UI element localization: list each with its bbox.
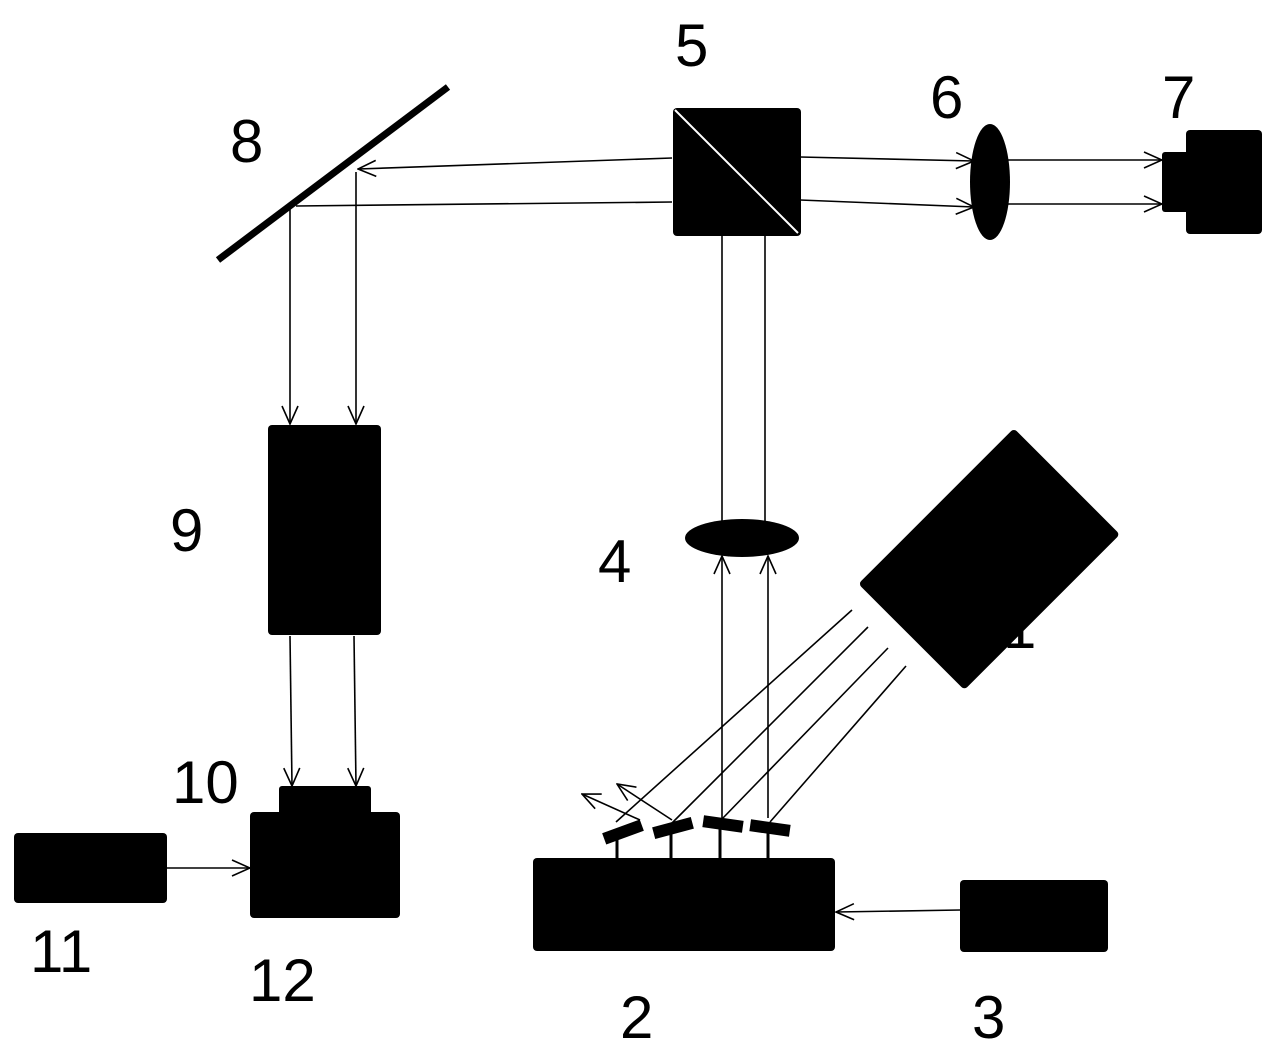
beam-1-b — [671, 626, 869, 824]
component-11-source — [14, 833, 167, 903]
beam-9-10-right — [354, 635, 356, 786]
beam-paths — [166, 157, 1162, 912]
component-2-stage — [533, 858, 835, 951]
label-8: 8 — [230, 108, 263, 175]
micro-mirror-array — [602, 815, 791, 858]
component-10-sensor — [279, 786, 371, 818]
label-6: 6 — [930, 64, 963, 131]
label-2: 2 — [620, 984, 653, 1051]
label-4: 4 — [598, 528, 631, 595]
component-8-mirror — [215, 84, 451, 263]
component-4-lens — [685, 519, 799, 557]
component-7-camera-body — [1186, 130, 1262, 234]
label-12: 12 — [249, 947, 316, 1014]
component-1-laser — [859, 429, 1119, 689]
beam-cube-mirror-top — [358, 157, 673, 169]
label-1: 1 — [1003, 594, 1036, 661]
component-7-camera-lens — [1162, 152, 1192, 212]
beam-deflected-a — [582, 794, 641, 821]
beam-deflected-b — [617, 784, 673, 821]
beam-9-10-left — [290, 635, 292, 786]
label-7: 7 — [1162, 64, 1195, 131]
beam-cube-lens6-bottom — [799, 200, 974, 207]
label-11: 11 — [30, 918, 92, 985]
components — [14, 84, 1262, 952]
beam-cube-mirror-bottom — [295, 201, 673, 207]
beam-cube-lens6-top — [799, 157, 974, 161]
component-labels: 1 2 3 4 5 6 7 8 9 10 11 12 — [30, 12, 1195, 1051]
component-6-lens — [970, 124, 1010, 240]
connector-3-2 — [836, 910, 961, 912]
label-5: 5 — [675, 12, 708, 79]
component-12-detector — [250, 812, 400, 918]
beam-1-d — [769, 665, 907, 823]
label-10: 10 — [172, 749, 239, 816]
component-3-controller — [960, 880, 1108, 952]
beam-1-c — [721, 647, 889, 820]
label-9: 9 — [170, 497, 203, 564]
component-9-element — [268, 425, 381, 635]
beam-1-a — [615, 609, 853, 823]
label-3: 3 — [972, 984, 1005, 1051]
